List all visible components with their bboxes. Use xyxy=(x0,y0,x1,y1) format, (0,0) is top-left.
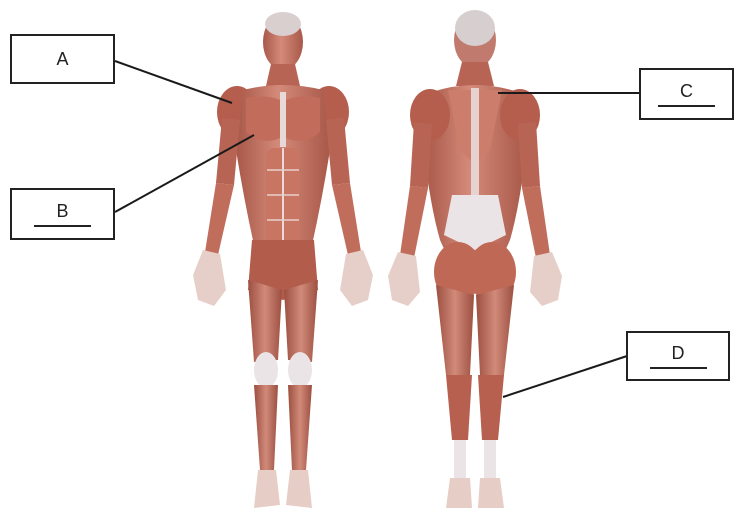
back-achilles-left xyxy=(454,440,466,480)
label-a-text: A xyxy=(56,49,68,70)
front-hair xyxy=(265,12,301,36)
front-pectoral-right xyxy=(286,96,320,141)
front-knee-left xyxy=(254,352,278,388)
label-b-text: B xyxy=(34,201,90,227)
front-hand-right xyxy=(340,250,373,306)
back-forearm-right xyxy=(522,186,550,258)
back-forearm-left xyxy=(400,186,428,258)
front-foot-right xyxy=(286,470,312,508)
front-forearm-right xyxy=(332,183,361,255)
front-shin-left xyxy=(254,385,278,470)
label-box-c[interactable]: C xyxy=(639,68,734,120)
front-forearm-left xyxy=(205,183,234,255)
leader-line-a xyxy=(115,61,232,103)
back-hair xyxy=(455,10,495,46)
back-achilles-right xyxy=(484,440,496,480)
front-knee-right xyxy=(288,352,312,388)
label-box-a[interactable]: A xyxy=(10,34,115,84)
front-pectoral-left xyxy=(246,96,280,141)
label-c-text: C xyxy=(658,81,715,107)
leader-lines xyxy=(115,61,640,397)
anterior-figure xyxy=(193,12,373,508)
back-foot-left xyxy=(446,478,472,508)
back-neck xyxy=(456,62,494,86)
front-upperarm-right xyxy=(326,118,350,185)
back-thigh-left xyxy=(436,285,474,375)
leader-line-d xyxy=(503,356,627,397)
label-box-b[interactable]: B xyxy=(10,188,115,240)
back-calf-left xyxy=(446,375,472,440)
front-shin-right xyxy=(288,385,312,470)
label-d-text: D xyxy=(650,343,707,369)
back-hand-left xyxy=(388,252,420,306)
posterior-figure xyxy=(388,10,562,508)
front-thigh-left xyxy=(248,280,282,362)
back-thigh-right xyxy=(476,285,514,375)
back-hand-right xyxy=(530,252,562,306)
label-box-d[interactable]: D xyxy=(626,331,730,381)
front-upperarm-left xyxy=(216,118,240,185)
front-neck xyxy=(266,64,300,86)
back-foot-right xyxy=(478,478,504,508)
front-sternum xyxy=(280,92,286,147)
front-foot-left xyxy=(254,470,280,508)
front-hand-left xyxy=(193,250,226,306)
back-calf-right xyxy=(478,375,504,440)
front-thigh-right xyxy=(284,280,318,362)
